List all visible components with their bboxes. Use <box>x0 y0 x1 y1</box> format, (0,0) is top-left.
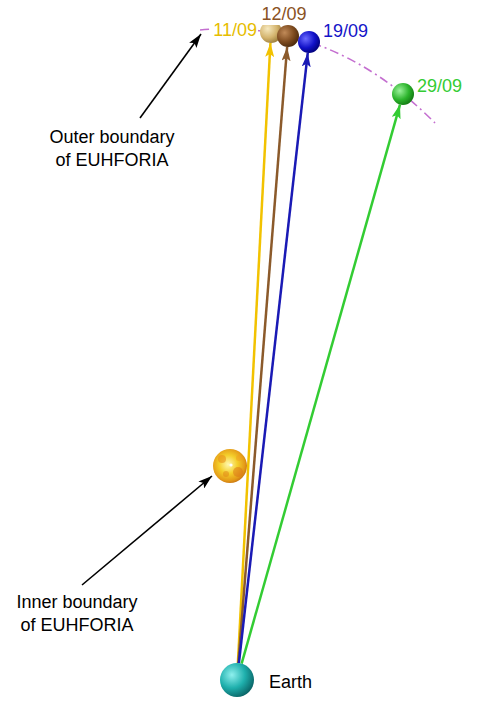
trajectory-arrow <box>242 105 400 664</box>
body-label: Earth <box>268 673 313 693</box>
date-label: 12/09 <box>260 5 307 25</box>
trajectory-arrow <box>238 43 271 663</box>
leader-arrow <box>140 34 201 118</box>
sphere-outline <box>220 663 254 697</box>
sphere-outline <box>298 31 320 53</box>
sphere-outline <box>392 83 414 105</box>
date-sphere: 12/09 <box>277 25 299 47</box>
callout-label: Inner boundary of EUHFORIA <box>8 591 146 636</box>
earth-sphere: Earth <box>220 663 254 697</box>
inner-boundary-sphere <box>213 449 247 483</box>
callout-label: Outer boundary of EUHFORIA <box>43 126 181 171</box>
date-label: 29/09 <box>416 77 463 97</box>
sphere <box>220 663 254 697</box>
sphere <box>392 83 414 105</box>
date-sphere: 19/09 <box>298 31 320 53</box>
date-label: 11/09 <box>212 21 258 41</box>
sphere <box>277 25 299 47</box>
trajectory-arrow <box>238 47 287 663</box>
leader-arrow <box>82 476 212 585</box>
sphere-outline <box>277 25 299 47</box>
sphere <box>298 31 320 53</box>
trajectory-arrow <box>239 53 308 663</box>
date-sphere: 29/09 <box>392 83 414 105</box>
date-label: 19/09 <box>322 22 369 42</box>
